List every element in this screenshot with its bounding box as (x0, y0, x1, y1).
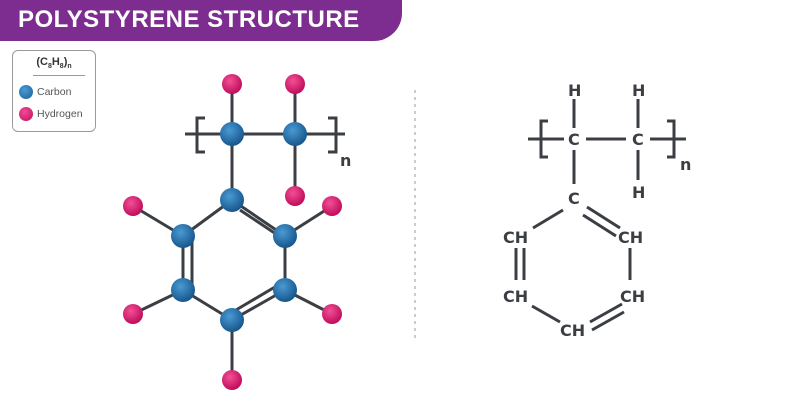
structural-formula-labels: H H C C H C CH CH CH CH CH n (503, 81, 691, 340)
carbon-swatch-icon (19, 85, 33, 99)
hydrogen-atom (322, 196, 342, 216)
hydrogen-atom (123, 196, 143, 216)
atom-label-ch: CH (620, 287, 645, 306)
title-banner: POLYSTYRENE STRUCTURE (0, 0, 402, 41)
legend-item-hydrogen: Hydrogen (19, 107, 83, 121)
legend: (C8H8)n Carbon Hydrogen (12, 50, 96, 132)
page-title: POLYSTYRENE STRUCTURE (18, 6, 360, 33)
carbon-atom (171, 224, 195, 248)
atom-label-ch: CH (503, 287, 528, 306)
carbon-atom (220, 122, 244, 146)
atom-label-ch: CH (503, 228, 528, 247)
carbon-atom (273, 224, 297, 248)
right-bracket (328, 116, 338, 154)
legend-divider (33, 75, 85, 76)
carbon-atom (283, 122, 307, 146)
legend-item-carbon: Carbon (19, 85, 71, 99)
structural-repeat-n: n (680, 155, 691, 174)
atom-label-c: C (568, 130, 580, 149)
carbon-atoms (171, 122, 307, 332)
atom-label-c: C (632, 130, 644, 149)
legend-formula: (C8H8)n (36, 56, 72, 71)
structural-formula-bonds (514, 99, 686, 332)
atom-label-h: H (568, 81, 581, 100)
hydrogen-atom (285, 186, 305, 206)
hydrogen-atom (322, 304, 342, 324)
hydrogen-atoms (123, 74, 342, 390)
hydrogen-atom (123, 304, 143, 324)
atom-label-c: C (568, 189, 580, 208)
left-bracket (195, 116, 205, 154)
hydrogen-swatch-icon (19, 107, 33, 121)
carbon-atom (273, 278, 297, 302)
carbon-atom (220, 188, 244, 212)
atom-label-h: H (632, 81, 645, 100)
atom-label-ch: CH (560, 321, 585, 340)
atom-label-ch: CH (618, 228, 643, 247)
hydrogen-atom (285, 74, 305, 94)
hydrogen-atom (222, 74, 242, 94)
carbon-atom (220, 308, 244, 332)
carbon-atom (171, 278, 195, 302)
hydrogen-atom (222, 370, 242, 390)
ball-model-repeat-n: n (340, 151, 351, 170)
atom-label-h: H (632, 183, 645, 202)
